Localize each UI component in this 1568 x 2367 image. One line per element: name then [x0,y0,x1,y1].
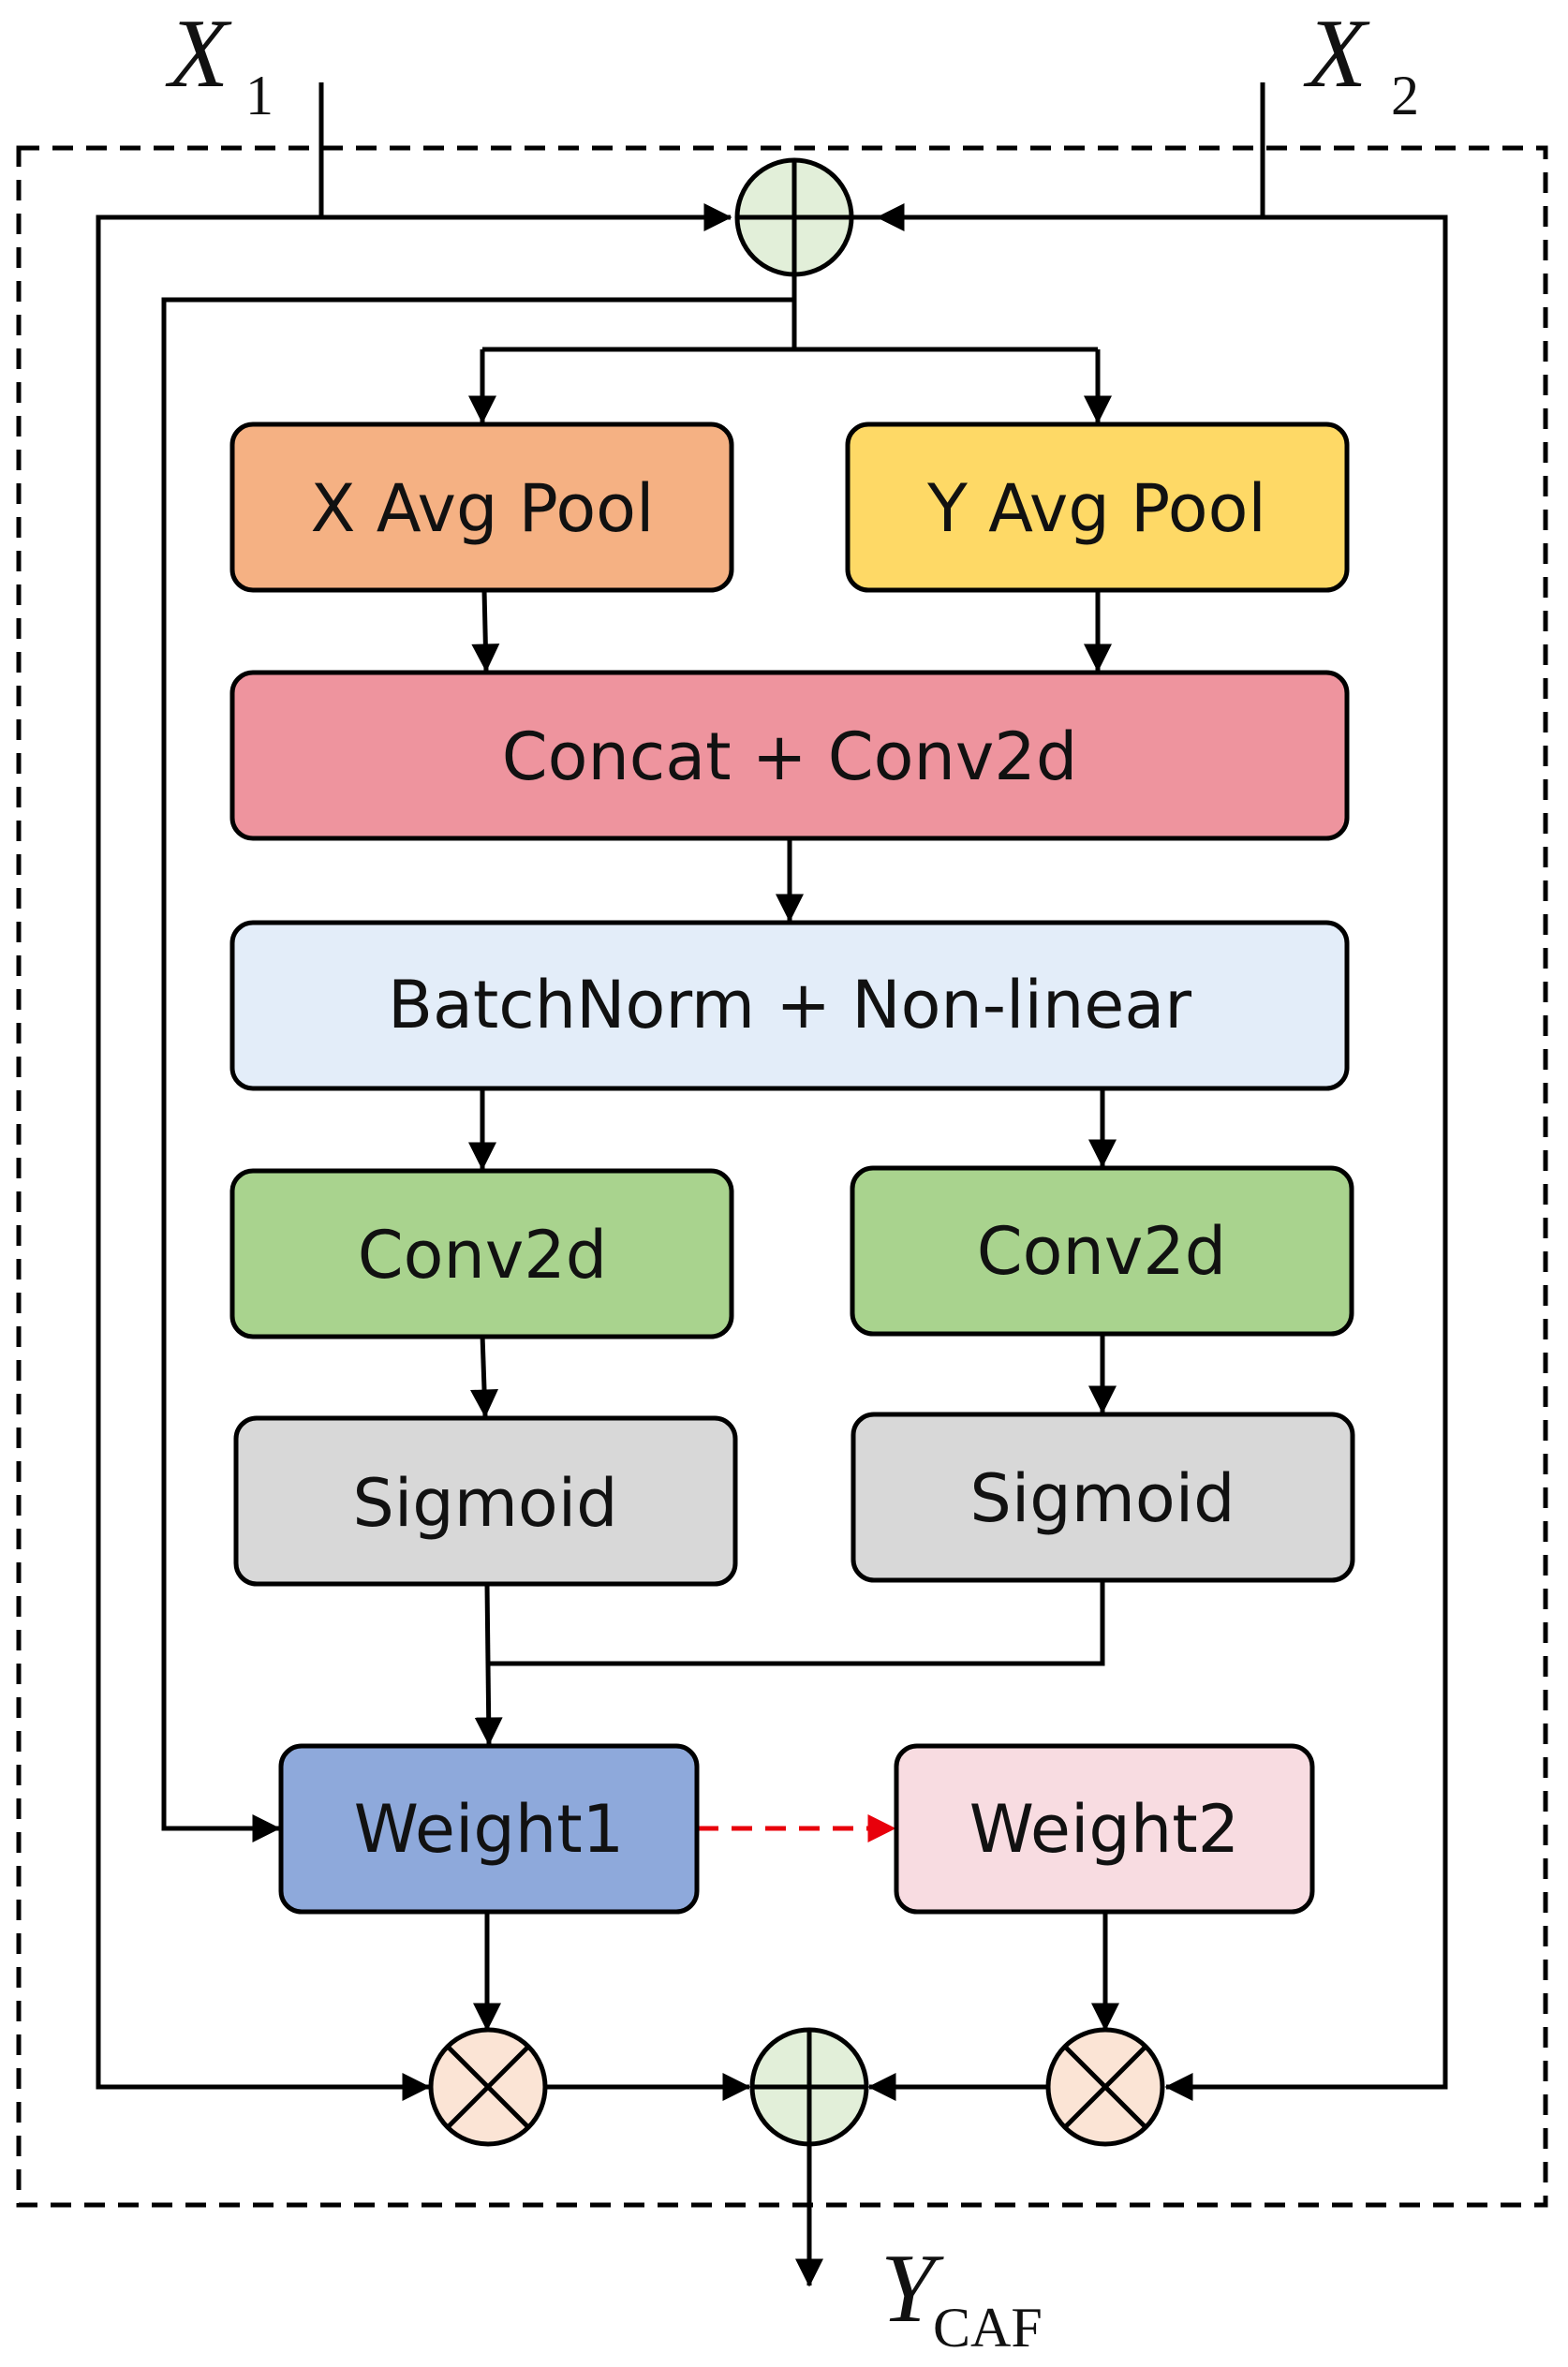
input-x1-subscript: 1 [245,65,274,126]
concat-conv-label: Concat + Conv2d [502,718,1078,795]
weight2-label: Weight2 [969,1791,1239,1868]
input-x2-label: X 2 [1303,0,1419,126]
concat-conv-block: Concat + Conv2d [229,670,1350,841]
input-x1-label: X 1 [165,0,274,126]
output-symbol: Y [880,2233,944,2343]
conv-left-label: Conv2d [358,1217,607,1294]
y-avg-pool-block: Y Avg Pool [845,422,1350,593]
output-label: Y CAF [880,2233,1043,2359]
sigmoid-right-label: Sigmoid [969,1460,1235,1537]
output-subscript: CAF [933,2297,1043,2359]
right-multiply-operator [1045,2027,1165,2147]
input-x1-symbol: X [165,0,232,108]
y-avg-pool-label: Y Avg Pool [926,470,1266,547]
x-avg-pool-block: X Avg Pool [229,422,734,593]
weight2-block: Weight2 [894,1743,1315,1915]
bottom-add-operator [749,2027,869,2147]
sigmoid-right-block: Sigmoid [851,1412,1355,1583]
sigmoid-left-label: Sigmoid [352,1465,617,1542]
weight1-label: Weight1 [354,1791,624,1868]
left-multiply-operator [428,2027,548,2147]
input-x2-symbol: X [1303,0,1370,108]
wires [96,82,1448,2287]
weight1-block: Weight1 [278,1743,700,1915]
conv-right-label: Conv2d [977,1213,1226,1290]
conv-left-block: Conv2d [229,1168,734,1339]
sigmoid-left-block: Sigmoid [233,1415,738,1587]
x-avg-pool-label: X Avg Pool [311,470,655,547]
batchnorm-block: BatchNorm + Non-linear [229,920,1350,1091]
top-add-operator [734,157,854,277]
module-boundary [16,145,1548,2208]
batchnorm-label: BatchNorm + Non-linear [388,967,1191,1043]
input-x2-subscript: 2 [1391,65,1419,126]
conv-right-block: Conv2d [850,1165,1354,1337]
